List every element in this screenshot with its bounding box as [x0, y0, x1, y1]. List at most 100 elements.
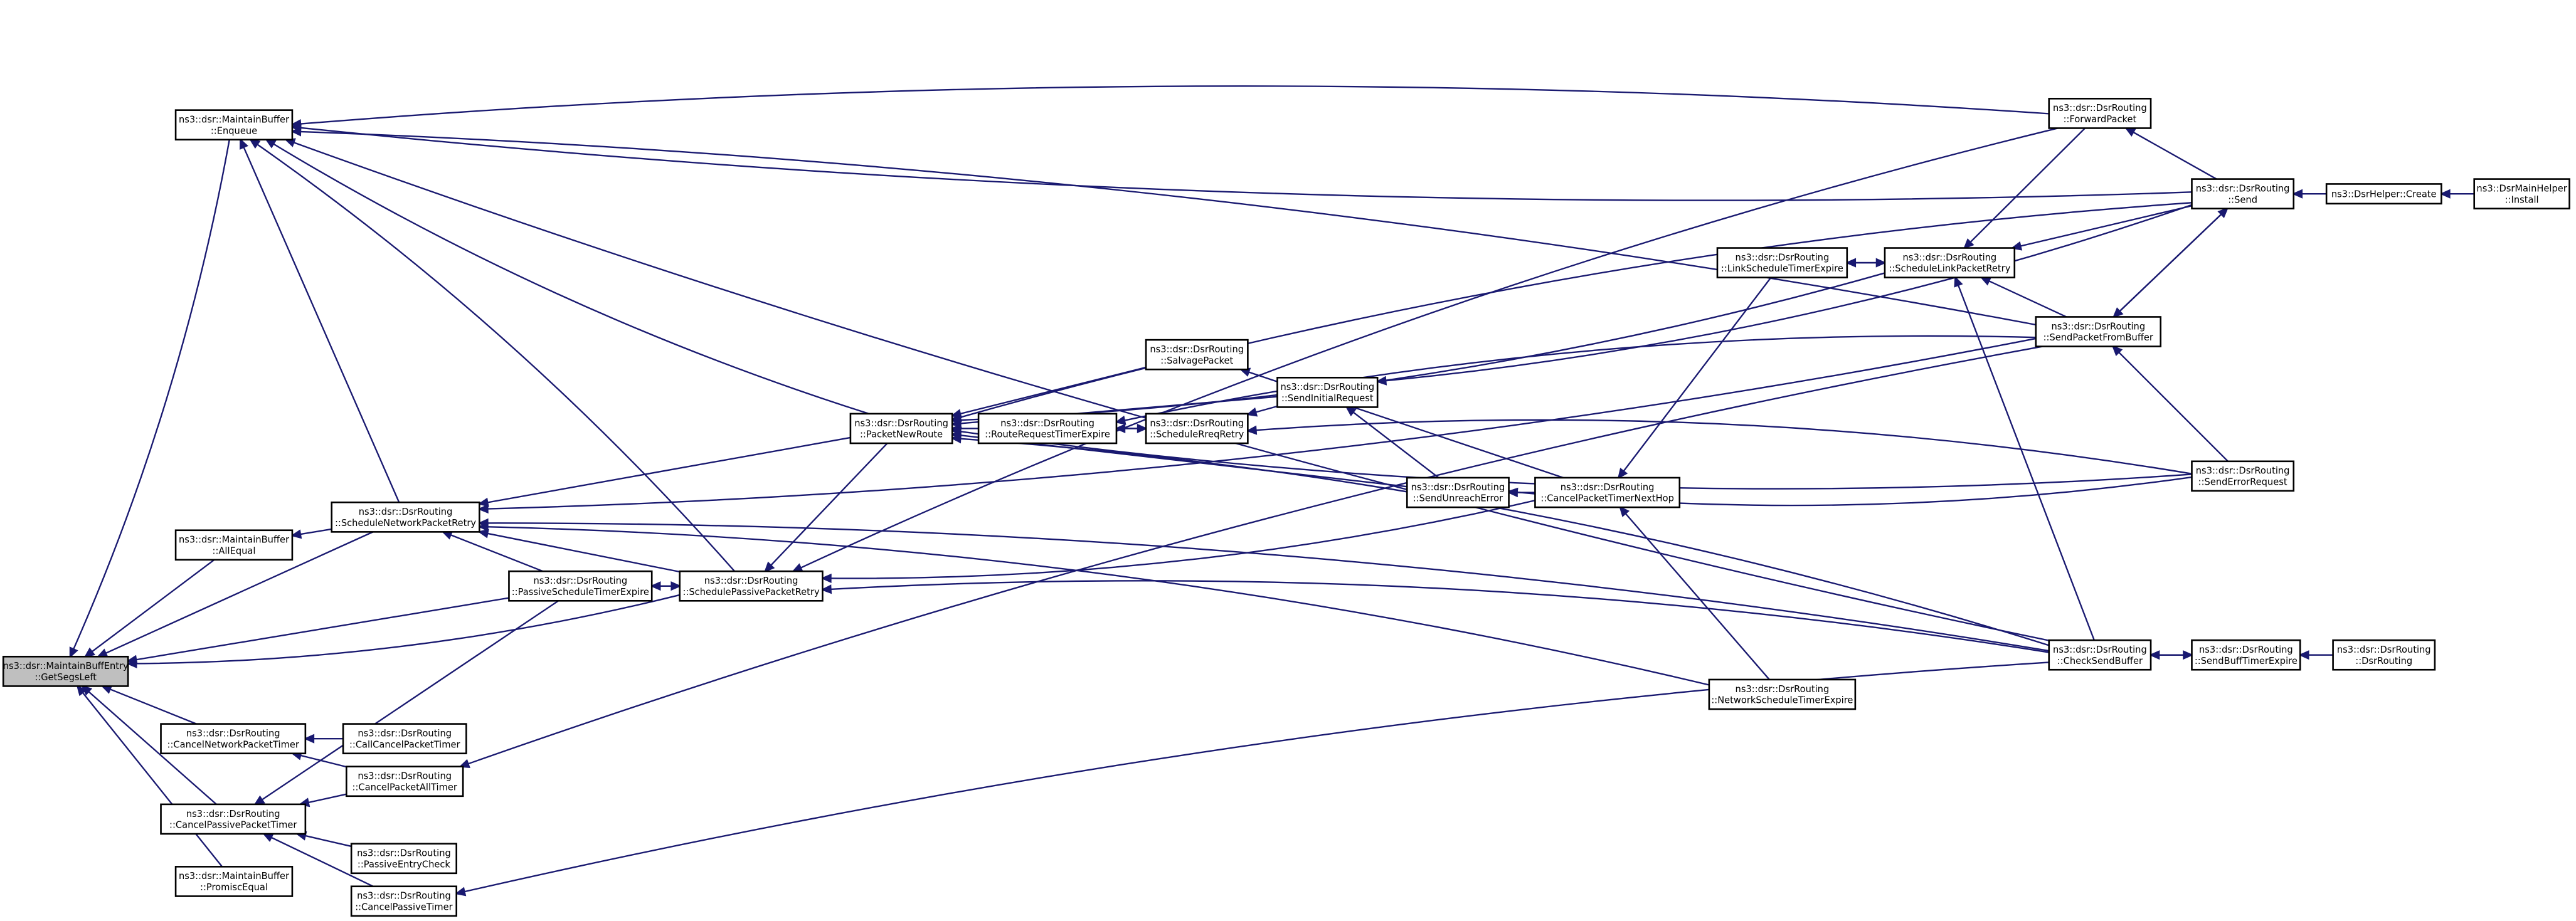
node-label-line1: ns3::dsr::DsrRouting [1736, 684, 1830, 695]
node-label-line1: ns3::dsr::DsrRouting [533, 576, 627, 586]
node-forwardpacket[interactable]: ns3::dsr::DsrRouting ::ForwardPacket [2048, 98, 2152, 129]
edge-line [1981, 276, 2067, 318]
node-label-line1: ns3::dsr::DsrRouting [186, 729, 280, 739]
node-label-line2: ::Enqueue [211, 125, 257, 136]
edge-line [250, 139, 736, 572]
node-label-line1: ns3::dsr::DsrRouting [186, 809, 280, 819]
edge-n5-to-n6 [652, 581, 682, 591]
node-label-line2: ::SendPacketFromBuffer [2043, 332, 2154, 343]
edge-arrowhead [763, 561, 775, 573]
node-linkscheduletimerexpire[interactable]: ns3::dsr::DsrRouting ::LinkScheduleTimer… [1716, 247, 1848, 278]
node-send[interactable]: ns3::dsr::DsrRouting ::Send [2191, 178, 2295, 210]
edge-n21-to-n20 [1619, 505, 1770, 680]
edge-n20-to-n6 [820, 499, 1535, 584]
edge-n13-to-n1 [76, 685, 223, 868]
edge-n28-to-n23 [1954, 275, 2095, 641]
node-cancelnetworkpackettimer[interactable]: ns3::dsr::DsrRouting ::CancelNetworkPack… [160, 723, 307, 755]
node-schedulepassivepacketretry[interactable]: ns3::dsr::DsrRouting ::SchedulePassivePa… [679, 570, 824, 602]
node-label-line2: ::SchedulePassivePacketRetry [682, 587, 819, 597]
edge-arrowhead [290, 127, 302, 137]
node-dsrrouting-constructor[interactable]: ns3::dsr::DsrRouting ::DsrRouting [2332, 639, 2436, 671]
node-callcancelpackettimer[interactable]: ns3::dsr::DsrRouting ::CallCancelPacketT… [342, 723, 467, 755]
edge-line [479, 522, 2049, 652]
node-salvagepacket[interactable]: ns3::dsr::DsrRouting ::SalvagePacket [1145, 339, 1249, 371]
node-label-line2: ::SendInitialRequest [1281, 393, 1374, 404]
node-label-line2: ::PassiveScheduleTimerExpire [512, 587, 649, 597]
node-label-line2: ::ScheduleLinkPacketRetry [1889, 263, 2010, 274]
node-label-line2: ::PassiveEntryCheck [358, 859, 451, 870]
edge-arrowhead [1617, 468, 1628, 480]
node-label-line2: ::ForwardPacket [2064, 114, 2137, 125]
edge-line [822, 580, 2049, 653]
node-routerequesttimerexpire[interactable]: ns3::dsr::DsrRouting ::RouteRequestTimer… [977, 413, 1118, 445]
edge-arrowhead [76, 685, 87, 697]
edge-arrowhead [265, 139, 277, 149]
edge-line [2113, 208, 2228, 318]
edge-arrowhead [671, 581, 682, 591]
edge-line [479, 436, 851, 505]
node-sendpacketfrombuffer[interactable]: ns3::dsr::DsrRouting ::SendPacketFromBuf… [2035, 316, 2162, 347]
edge-line [69, 139, 230, 657]
edge-arrowhead [820, 584, 832, 594]
node-label-line1: ns3::DsrHelper::Create [2331, 189, 2437, 199]
edge-arrowhead [126, 658, 137, 668]
edge-n14-to-n6 [763, 443, 888, 573]
node-label-line1: ns3::dsr::MaintainBuffer [179, 535, 290, 545]
node-schedulerreqretry[interactable]: ns3::dsr::DsrRouting ::ScheduleRreqRetry [1145, 413, 1249, 445]
node-schedulelinkpacketretry[interactable]: ns3::dsr::DsrRouting ::ScheduleLinkPacke… [1884, 247, 2016, 278]
edge-n25-to-n23 [2010, 205, 2192, 251]
edge-arrowhead [1954, 275, 1963, 288]
node-senderrorrequest[interactable]: ns3::dsr::DsrRouting ::SendErrorRequest [2191, 460, 2295, 492]
node-packetnewroute[interactable]: ns3::dsr::DsrRouting ::PacketNewRoute [849, 413, 953, 445]
edge-n26-to-n9 [458, 345, 2043, 769]
node-cancelpacketalltimer[interactable]: ns3::dsr::DsrRouting ::CancelPacketAllTi… [346, 766, 464, 797]
node-dsrmainhelper-install[interactable]: ns3::DsrMainHelper ::Install [2473, 178, 2570, 210]
edge-n14-to-n4 [477, 436, 851, 507]
edge-arrowhead [458, 759, 470, 769]
node-cancelpackettimernexthop[interactable]: ns3::dsr::DsrRouting ::CancelPacketTimer… [1534, 476, 1681, 508]
edge-n7-to-n1 [100, 685, 197, 725]
edge-arrowhead [1619, 505, 1630, 517]
edge-arrowhead [240, 138, 248, 150]
edge-arrowhead [1137, 423, 1148, 434]
node-sendinitialrequest[interactable]: ns3::dsr::DsrRouting ::SendInitialReques… [1276, 377, 1379, 408]
node-maintainbuffentry-getsegsleft[interactable]: ns3::dsr::MaintainBuffEntry ::GetSegsLef… [2, 655, 129, 687]
edge-line [460, 345, 2043, 767]
edge-line [285, 139, 2049, 641]
edge-n5-to-n1 [126, 597, 509, 665]
node-label-line1: ns3::dsr::DsrRouting [2337, 645, 2431, 655]
node-maintainbuffer-allequal[interactable]: ns3::dsr::MaintainBuffer ::AllEqual [174, 529, 294, 561]
edge-n22-to-n23 [1847, 258, 1887, 268]
node-label-line1: ns3::dsr::DsrRouting [2196, 466, 2290, 476]
node-label-line2: ::PromiscEqual [200, 882, 268, 893]
node-schedulenetworkpacketretry[interactable]: ns3::dsr::DsrRouting ::ScheduleNetworkPa… [331, 501, 480, 533]
node-networkscheduletimerexpire[interactable]: ns3::dsr::DsrRouting ::NetworkScheduleTi… [1708, 678, 1857, 710]
node-checksendbuffer[interactable]: ns3::dsr::DsrRouting ::CheckSendBuffer [2048, 639, 2152, 671]
node-maintainbuffer-promiscequal[interactable]: ns3::dsr::MaintainBuffer ::PromiscEqual [174, 866, 294, 897]
edge-arrowhead [950, 415, 962, 425]
edge-line [793, 127, 2058, 572]
node-sendbufftimerexpire[interactable]: ns3::dsr::DsrRouting ::SendBuffTimerExpi… [2191, 639, 2301, 671]
node-label-line2: ::NetworkScheduleTimerExpire [1711, 695, 1853, 706]
edge-line [1954, 277, 2095, 641]
edge-arrowhead [950, 434, 962, 444]
edge-arrowhead [1246, 407, 1258, 417]
edge-line [952, 272, 1885, 421]
node-label-line2: ::SalvagePacket [1160, 355, 1233, 366]
node-passiveentrycheck[interactable]: ns3::dsr::DsrRouting ::PassiveEntryCheck [350, 843, 457, 875]
node-cancelpassivetimer[interactable]: ns3::dsr::DsrRouting ::CancelPassiveTime… [350, 885, 457, 917]
node-dsrhelper-create[interactable]: ns3::DsrHelper::Create [2325, 183, 2442, 205]
node-label-line2: ::CancelPassivePacketTimer [169, 820, 297, 831]
node-label-line1: ns3::dsr::DsrRouting [1411, 482, 1505, 493]
edge-n25-to-n14 [950, 202, 2192, 422]
node-maintainbuffer-enqueue[interactable]: ns3::dsr::MaintainBuffer ::Enqueue [174, 109, 294, 141]
edge-arrowhead [290, 529, 302, 539]
edge-n27-to-n26 [2111, 345, 2229, 462]
node-sendunreacherror[interactable]: ns3::dsr::DsrRouting ::SendUnreachError [1406, 476, 1510, 508]
node-passivescheduletimerexpire[interactable]: ns3::dsr::DsrRouting ::PassiveScheduleTi… [508, 570, 653, 602]
edge-arrowhead [950, 426, 962, 436]
node-cancelpassivepackettimer[interactable]: ns3::dsr::DsrRouting ::CancelPassivePack… [160, 803, 307, 835]
node-label-line1: ns3::dsr::DsrRouting [2053, 645, 2147, 655]
edge-arrowhead [2298, 650, 2309, 660]
node-label-line1: ns3::dsr::MaintainBuffer [179, 871, 290, 882]
